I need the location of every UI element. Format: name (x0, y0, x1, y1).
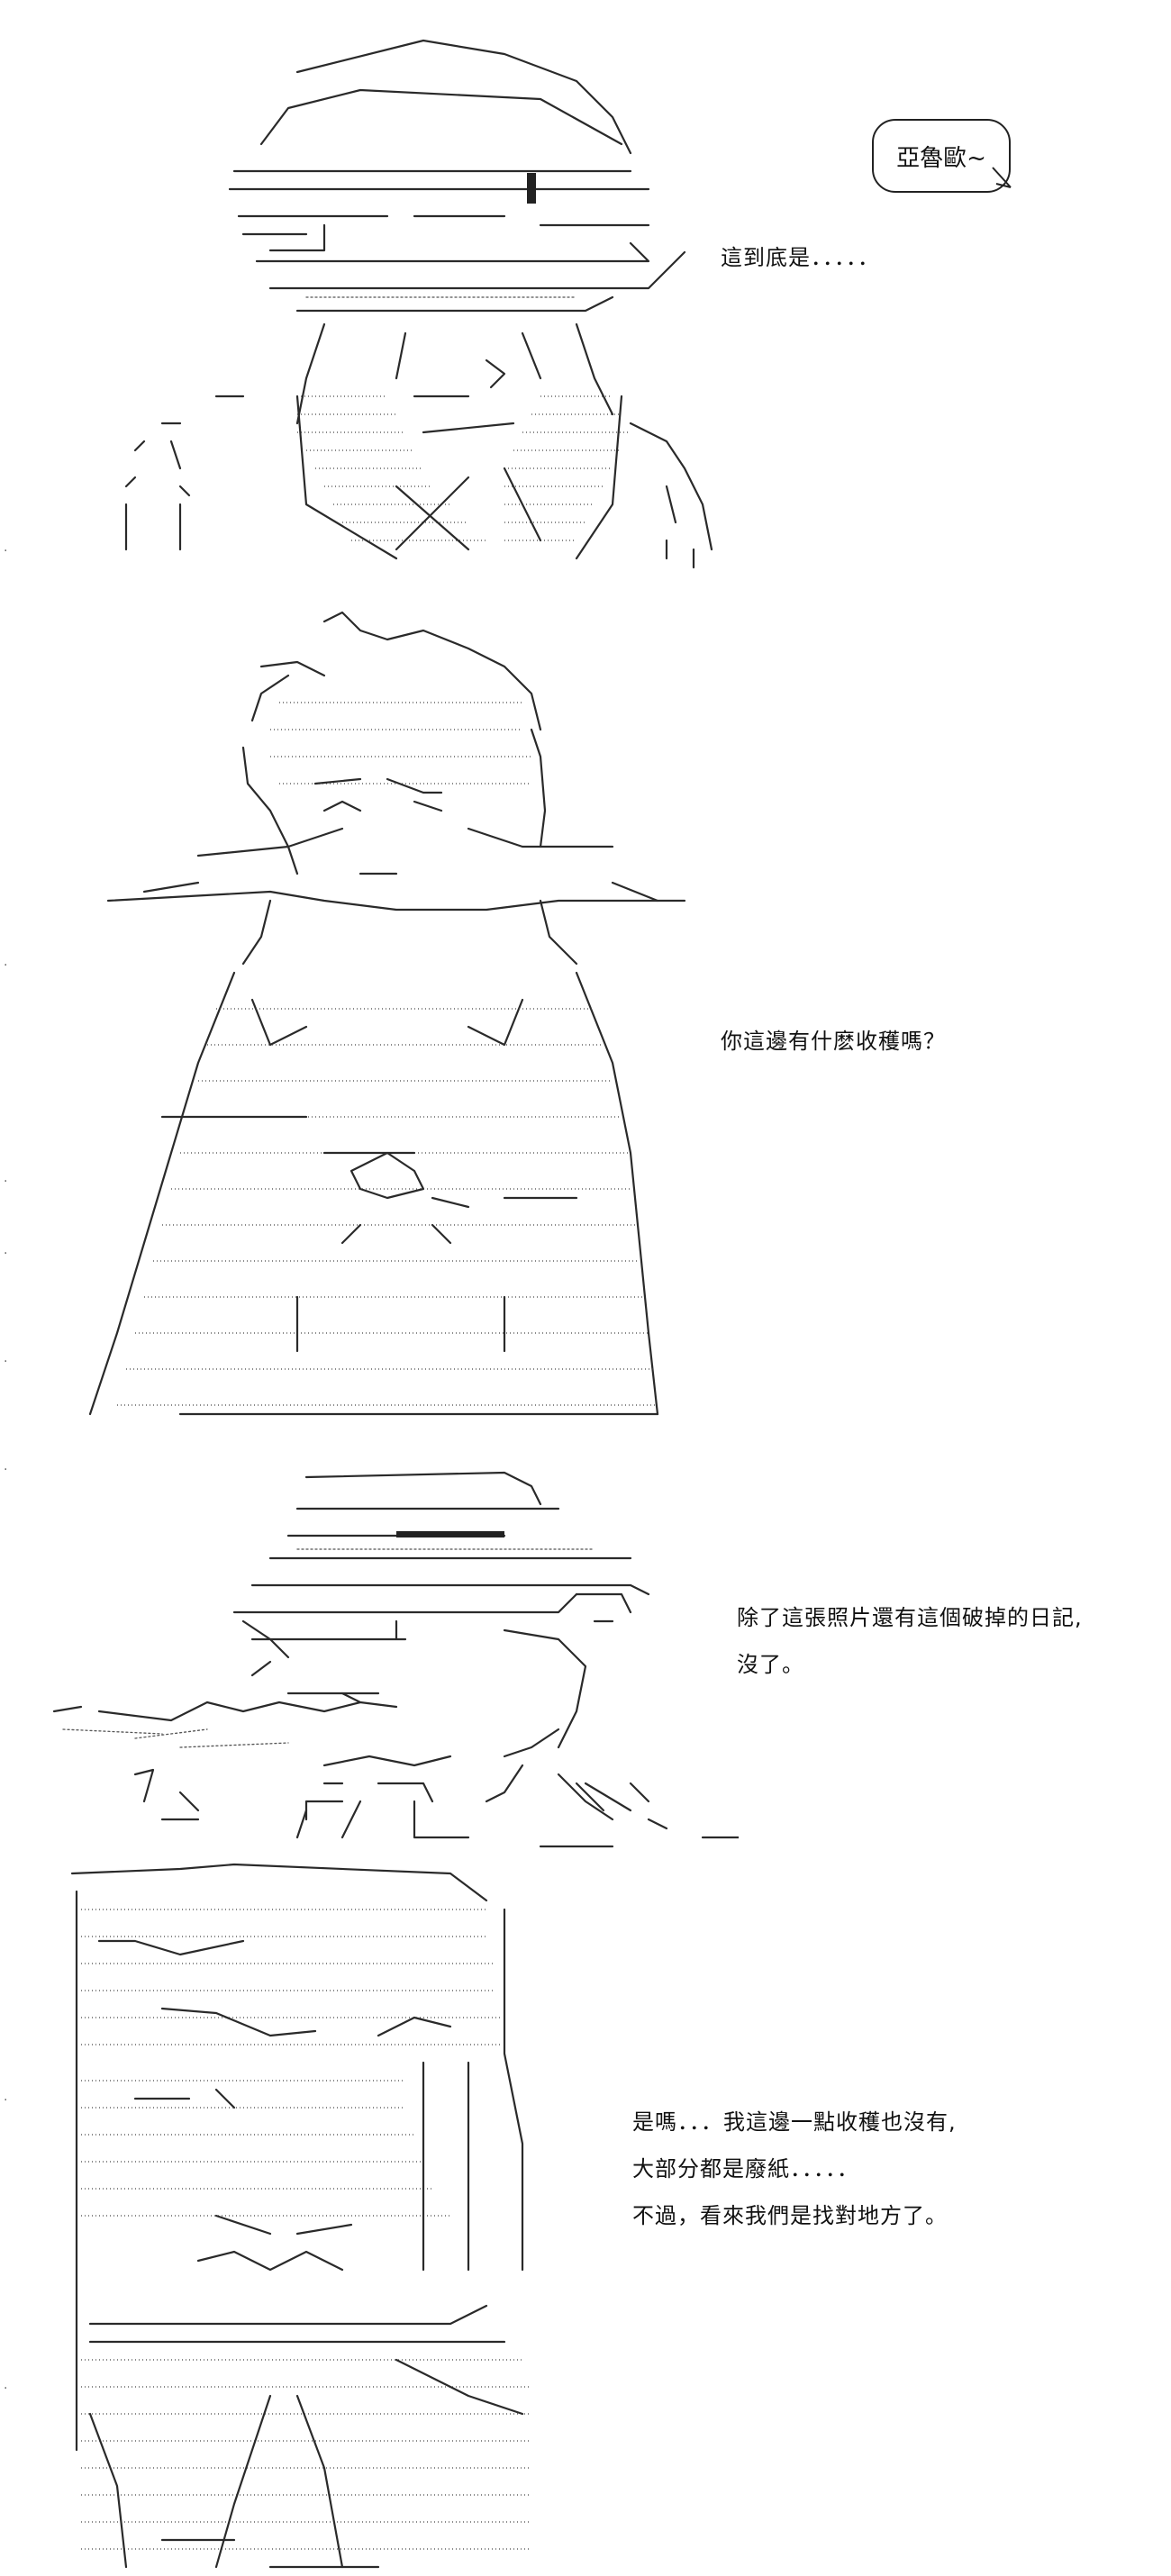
panel-2-margin-mark-2: . (4, 1171, 8, 1185)
speech-bubble: 亞魯歐~ (872, 119, 1011, 193)
panel-4-dialog-line-3: 不過，看來我們是找對地方了。 (632, 2203, 948, 2228)
panel-2: 你這邊有什麽收穫嗎？ . . . . (0, 576, 1171, 1459)
panel-1-dialog-line-1: 這到底是．．．．． (721, 245, 880, 270)
panel-2-margin-mark-4: . (4, 1351, 8, 1365)
speech-bubble-tail (992, 167, 1012, 188)
panel-2-dialog-line-1: 你這邊有什麽收穫嗎？ (721, 1029, 946, 1054)
panel-1-ascii-art-figure (124, 39, 713, 569)
panel-1: 亞魯歐~ 這到底是．．．．． . (0, 0, 1171, 576)
panel-4: 是嗎．．．我這邊一點收穫也沒有, 大部分都是廢紙．．．．． 不過，看來我們是找對… (0, 1855, 1171, 2576)
panel-4-dialog-line-2: 大部分都是廢紙．．．．． (632, 2156, 859, 2181)
panel-3-margin-mark: . (4, 1459, 8, 1474)
panel-3: 除了這張照片還有這個破掉的日記, 沒了。 . (0, 1459, 1171, 1855)
panel-2-margin-mark-3: . (4, 1243, 8, 1257)
speech-bubble-text: 亞魯歐~ (896, 144, 986, 172)
panel-4-margin-mark-2: . (4, 2378, 8, 2392)
panel-4-margin-mark-1: . (4, 2090, 8, 2104)
panel-2-ascii-art-figure (88, 611, 686, 1416)
panel-3-dialog-line-2: 沒了。 (737, 1652, 804, 1677)
panel-3-dialog-line-1: 除了這張照片還有這個破掉的日記, (737, 1605, 1083, 1630)
panel-2-margin-mark-1: . (4, 955, 8, 969)
panel-3-ascii-art-figure (52, 1471, 739, 1848)
panel-1-margin-mark: . (4, 540, 8, 555)
panel-4-dialog-line-1: 是嗎．．．我這邊一點收穫也沒有, (632, 2109, 957, 2135)
panel-4-ascii-art-figure (70, 1863, 531, 2569)
